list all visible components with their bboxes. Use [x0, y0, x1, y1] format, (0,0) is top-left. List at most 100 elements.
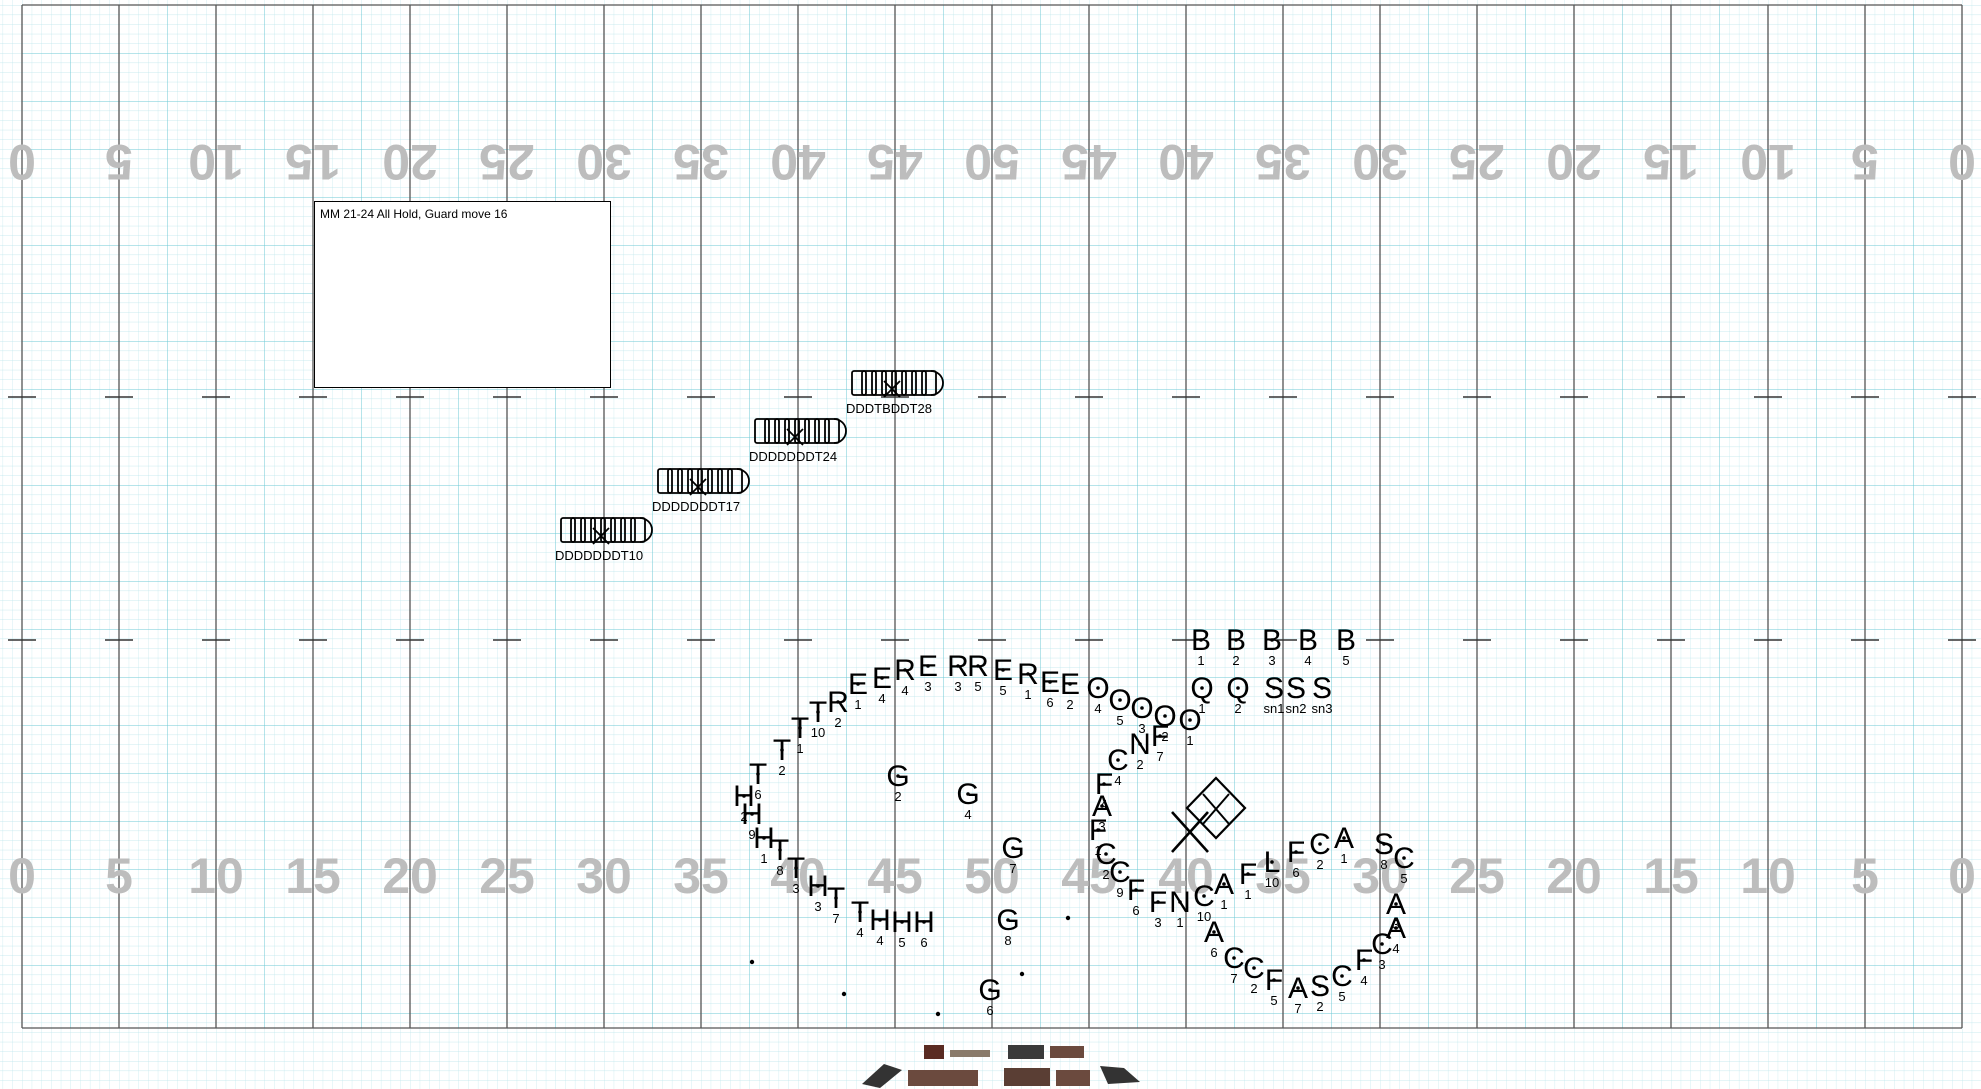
performer-number: 8 [1380, 857, 1387, 872]
performer-dot [1340, 974, 1344, 978]
yard-number-bottom: 30 [576, 848, 632, 904]
performer-dot [780, 748, 784, 752]
yard-number-top: 15 [285, 134, 341, 190]
performer-number: 7 [1156, 749, 1163, 764]
prop-equipment [950, 1050, 990, 1057]
performer-dot [1200, 686, 1204, 690]
performer-dot [1402, 856, 1406, 860]
performer-number: 9 [1116, 885, 1123, 900]
performer-dot [1096, 828, 1100, 832]
yard-number-top: 30 [576, 134, 632, 190]
performer-number: 4 [1114, 773, 1121, 788]
performer-number: 4 [1360, 973, 1367, 988]
performer-dot [1212, 930, 1216, 934]
performer-number: 5 [999, 683, 1006, 698]
performer-number: 2 [1316, 857, 1323, 872]
performer-number: 6 [986, 1003, 993, 1018]
performer-number: 5 [898, 935, 905, 950]
performer-dot [1306, 638, 1310, 642]
performer-number: 4 [1304, 653, 1311, 668]
performer-dot [834, 896, 838, 900]
prop-equipment [908, 1070, 978, 1086]
performer-dot [750, 812, 754, 816]
yard-numbers-bottom: 05101520253035404550454035302520151050 [8, 848, 1976, 904]
performer-dot [1199, 638, 1203, 642]
yard-number-bottom: 0 [1948, 848, 1976, 904]
performer-number: 6 [920, 935, 927, 950]
performer-number: 10 [811, 725, 825, 740]
yard-number-bottom: 15 [285, 848, 341, 904]
yard-number-top: 5 [105, 134, 133, 190]
performer-number: 8 [776, 863, 783, 878]
performer-dot [1026, 672, 1030, 676]
performer-number: 5 [1400, 871, 1407, 886]
yard-number-bottom: 25 [1449, 848, 1505, 904]
performer-number: 10 [1265, 875, 1279, 890]
performer-dot [896, 774, 900, 778]
prop-equipment [1008, 1045, 1044, 1059]
performer-dot [836, 700, 840, 704]
yard-number-bottom: 20 [382, 848, 438, 904]
performer-number: 4 [901, 683, 908, 698]
yard-numbers-top: 05101520253035404550454035302520151050 [8, 134, 1976, 190]
performer-dot [1318, 842, 1322, 846]
performer-dot [1294, 850, 1298, 854]
performer-number: 2 [834, 715, 841, 730]
performer-dot [1134, 888, 1138, 892]
performer-number: 4 [876, 933, 883, 948]
yard-number-top: 10 [188, 134, 244, 190]
performer-number: 4 [1094, 701, 1101, 716]
performer: T10 [809, 696, 827, 740]
performer-number: 2 [1066, 697, 1073, 712]
performer-number: 7 [1230, 971, 1237, 986]
yard-number-bottom: 5 [1851, 848, 1879, 904]
performer-number: 1 [854, 697, 861, 712]
yard-number-top: 20 [1546, 134, 1602, 190]
performer-dot [1246, 872, 1250, 876]
performer-dot [1163, 714, 1167, 718]
performer-dot [1394, 926, 1398, 930]
yard-number-top: 0 [8, 134, 36, 190]
drum-caption: DDDDDDDT24 [749, 449, 837, 464]
performer-dot [1362, 958, 1366, 962]
performer-dot [762, 836, 766, 840]
performer-dot [1011, 846, 1015, 850]
performer-number: 7 [832, 911, 839, 926]
performer-dot [966, 792, 970, 796]
performer-dot [1222, 882, 1226, 886]
drum-caption: DDDDDDDT17 [652, 499, 740, 514]
note-text: MM 21-24 All Hold, Guard move 16 [320, 207, 507, 221]
performer-dot [1272, 978, 1276, 982]
yard-number-bottom: 35 [673, 848, 729, 904]
performer-number: 2 [1250, 981, 1257, 996]
performer-dot [878, 918, 882, 922]
yard-number-top: 45 [867, 134, 923, 190]
performer-number: 1 [1220, 897, 1227, 912]
performer-dot [856, 682, 860, 686]
performer-dot [1318, 984, 1322, 988]
yard-number-top: 40 [1158, 134, 1214, 190]
yard-number-top: 35 [673, 134, 729, 190]
performer-dot [903, 668, 907, 672]
performer-number: 1 [1244, 887, 1251, 902]
performer-number: 6 [1210, 945, 1217, 960]
performer-number: 8 [1004, 933, 1011, 948]
yard-number-top: 25 [479, 134, 535, 190]
yard-number-top: 45 [1061, 134, 1117, 190]
performer-dot [756, 772, 760, 776]
yard-number-top: 30 [1352, 134, 1408, 190]
performer-dot [1096, 686, 1100, 690]
prop-equipment [1050, 1046, 1084, 1058]
performer-dot [1296, 986, 1300, 990]
performer-dot [880, 676, 884, 680]
position-dot [842, 992, 846, 996]
performer-dot [1118, 870, 1122, 874]
yard-number-bottom: 0 [8, 848, 36, 904]
performer-dot [1272, 686, 1276, 690]
yard-number-bottom: 15 [1643, 848, 1699, 904]
yard-number-top: 25 [1449, 134, 1505, 190]
performer-dot [1236, 686, 1240, 690]
performer-number: 5 [1270, 993, 1277, 1008]
performer-number: 7 [1009, 861, 1016, 876]
performer-dot [1382, 842, 1386, 846]
